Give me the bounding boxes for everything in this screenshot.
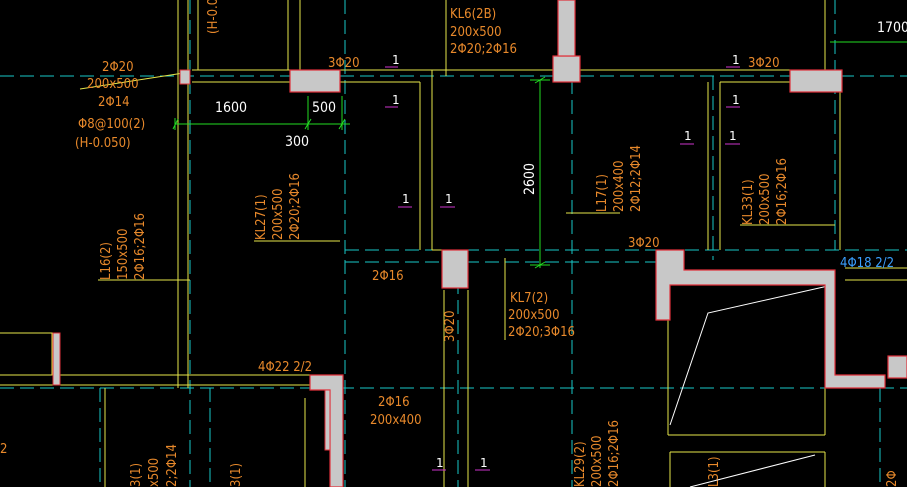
column-center — [441, 249, 469, 289]
kl6-name: KL6(2B) — [450, 7, 496, 22]
l17-size: 200x400 — [612, 160, 627, 212]
section-mark-label: 1 — [402, 192, 410, 206]
section-mark-label: 1 — [445, 192, 453, 206]
section-mark-label: 1 — [480, 456, 488, 470]
right-beam-rebar: 4Φ18 2/2 — [840, 256, 894, 271]
section-labels: 1 1 1 1 1 1 1 1 1 1 — [392, 53, 740, 470]
kl27-rebar: 2Φ20;2Φ16 — [288, 173, 303, 240]
column-edge-right — [887, 355, 907, 379]
bottom-beam-size: 200x400 — [370, 413, 422, 428]
section-mark-label: 1 — [684, 129, 692, 143]
section-marks — [385, 66, 740, 471]
l17-name: L17(1) — [595, 174, 610, 212]
l17-rebar: 2Φ12;2Φ14 — [629, 145, 644, 212]
kl29-size: 200x500 — [590, 435, 605, 487]
dimension-1700: 1700 — [877, 20, 907, 36]
column-bottom-wall — [309, 374, 344, 487]
left-beam-elevation: (H-0.050) — [75, 136, 131, 151]
bottom-beam-rebar-2: 2Φ16 — [378, 395, 410, 410]
kl6-size: 200x500 — [450, 25, 502, 40]
column-top-center — [552, 55, 581, 83]
left-beam-size: 200x500 — [87, 77, 139, 92]
column-top-right — [789, 69, 843, 93]
dimension-300: 300 — [285, 134, 309, 150]
dimension-1600: 1600 — [215, 100, 247, 116]
kl7-size: 200x500 — [508, 308, 560, 323]
kl29-rebar: 2Φ16;2Φ16 — [607, 420, 622, 487]
section-mark-label: 1 — [436, 456, 444, 470]
dimension-500: 500 — [312, 100, 336, 116]
top-elevation: (H-0.0 — [206, 0, 221, 34]
bottom-left-beam-size: x500 — [147, 458, 162, 487]
bottom-left-beam-name-2: 3(1) — [229, 463, 244, 487]
left-beam-bottom-rebar: 2Φ14 — [98, 95, 130, 110]
hatched-columns — [52, 69, 331, 451]
top-rebar-label: 3Φ20 — [748, 56, 780, 71]
section-mark-label: 1 — [732, 53, 740, 67]
rotated-annotations: (H-0.0 2600 L17(1) 200x400 2Φ12;2Φ14 KL3… — [99, 0, 900, 487]
bottom-right-beam-name: L3(1) — [707, 456, 722, 487]
kl6-rebar: 2Φ20;2Φ16 — [450, 42, 517, 57]
l16-name: L16(2) — [99, 242, 114, 280]
bottom-left-fragment: 2 — [0, 442, 7, 457]
beam-annotations: KL6(2B) 200x500 2Φ20;2Φ16 2Φ20 200x500 2… — [0, 7, 907, 457]
bottom-left-beam-rebar: 2;2Φ14 — [165, 444, 180, 487]
section-mark-label: 1 — [729, 129, 737, 143]
bottom-right-rebar: 2Φ — [885, 470, 900, 487]
l16-size: 150x500 — [116, 228, 131, 280]
dimension-2600: 2600 — [522, 163, 538, 195]
bottom-beam-rebar: 4Φ22 2/2 — [258, 360, 312, 375]
l16-rebar: 2Φ16;2Φ16 — [133, 213, 148, 280]
kl27-name: KL27(1) — [254, 194, 269, 240]
dimension-lines — [172, 41, 907, 269]
mid-top-rebar: 3Φ20 — [628, 236, 660, 251]
kl33-name: KL33(1) — [741, 179, 756, 225]
section-mark-label: 1 — [732, 93, 740, 107]
kl33-size: 200x500 — [758, 173, 773, 225]
column-top-left — [289, 69, 341, 93]
kl33-rebar: 2Φ16;2Φ16 — [775, 158, 790, 225]
kl7-name: KL7(2) — [510, 291, 548, 306]
columns — [289, 0, 907, 487]
vertical-rebar: 3Φ20 — [443, 310, 458, 342]
section-mark-label: 1 — [392, 53, 400, 67]
left-beam-top-rebar: 2Φ20 — [102, 60, 134, 75]
section-mark-label: 1 — [392, 93, 400, 107]
stair-lines — [669, 285, 829, 487]
column-right-wall — [655, 249, 886, 389]
kl29-name: KL29(2) — [573, 441, 588, 487]
kl7-rebar: 2Φ20;3Φ16 — [508, 325, 575, 340]
kl27-size: 200x500 — [271, 188, 286, 240]
mid-bottom-rebar: 2Φ16 — [372, 269, 404, 284]
top-rebar-label: 3Φ20 — [328, 56, 360, 71]
bottom-left-beam-name: 3(1) — [129, 463, 144, 487]
left-beam-stirrup: Φ8@100(2) — [78, 117, 145, 132]
